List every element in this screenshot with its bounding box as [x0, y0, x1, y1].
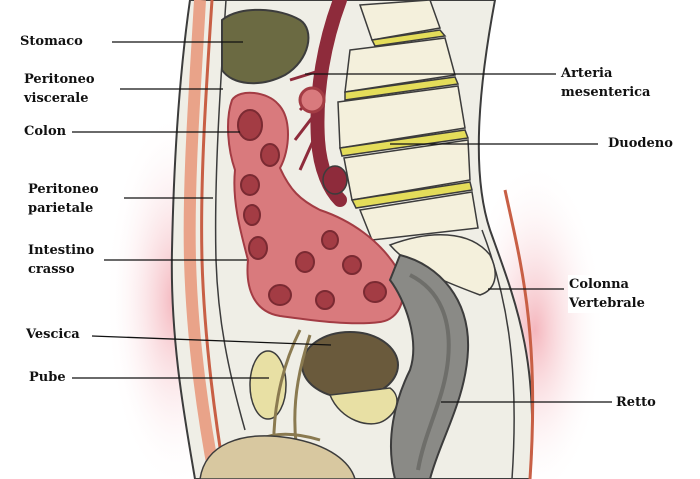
intestine-lumens — [237, 109, 387, 310]
label-intestino-crasso-line2: crasso — [28, 262, 75, 277]
label-peritoneo-parietale-line1: Peritoneo — [28, 182, 99, 197]
label-colonna-vertebrale-line1: Colonna — [569, 277, 629, 292]
back-wall-layer — [503, 189, 535, 479]
label-intestino-crasso: Intestino crasso — [27, 241, 96, 279]
label-peritoneo-parietale: Peritoneo parietale — [27, 180, 100, 218]
label-retto: Retto — [615, 393, 657, 412]
peritoneum-line — [214, 0, 246, 431]
label-peritoneo-viscerale-line1: Peritoneo — [24, 72, 95, 87]
genital-shape — [199, 435, 356, 479]
label-intestino-crasso-line1: Intestino — [28, 243, 95, 258]
colon-section — [322, 165, 348, 195]
duodenum-shape — [298, 86, 326, 114]
prostate-shape — [328, 387, 398, 425]
label-pube: Pube — [28, 368, 67, 387]
vertebral-column — [337, 0, 496, 296]
leader-lines — [72, 41, 612, 403]
label-peritoneo-viscerale: Peritoneo viscerale — [23, 70, 96, 108]
label-duodeno: Duodeno — [607, 134, 674, 153]
label-arteria-mesenterica-line1: Arteria — [561, 66, 613, 81]
label-arteria-mesenterica-line2: mesenterica — [561, 85, 651, 100]
label-colon: Colon — [23, 122, 68, 141]
rectum-inner — [409, 273, 451, 471]
stomach-shape — [221, 8, 310, 85]
label-peritoneo-viscerale-line2: viscerale — [24, 91, 89, 106]
label-stomaco: Stomaco — [19, 32, 84, 51]
label-arteria-mesenterica: Arteria mesenterica — [560, 64, 652, 102]
back-wall-outline — [481, 229, 515, 479]
label-peritoneo-parietale-line2: parietale — [28, 201, 94, 216]
label-vescica: Vescica — [25, 325, 81, 344]
label-colonna-vertebrale-line2: Vertebrale — [569, 296, 645, 311]
label-colonna-vertebrale: Colonna Vertebrale — [568, 275, 646, 313]
